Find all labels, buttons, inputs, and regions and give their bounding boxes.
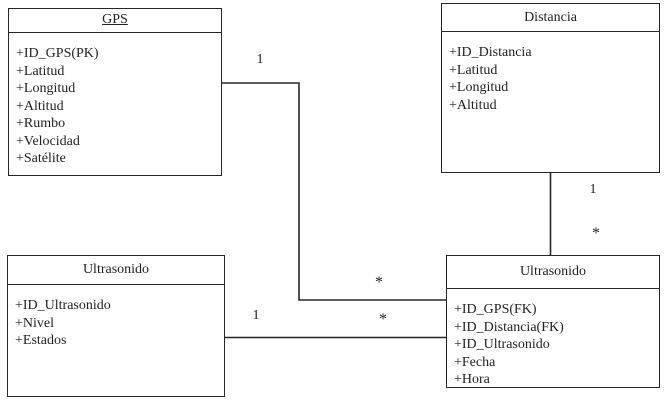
attribute: +Fecha xyxy=(454,354,496,370)
attribute: +Longitud xyxy=(449,80,509,95)
attribute: +Satélite xyxy=(16,151,66,166)
entity-ultrasonido-dimension-attributes: +ID_Ultrasonido +Nivel +Estados xyxy=(8,285,224,350)
multiplicity-label-ultrasonido-many: * xyxy=(379,311,387,328)
attribute: +ID_GPS(FK) xyxy=(454,302,537,317)
entity-distancia-title: Distancia xyxy=(442,4,659,32)
attribute: +Longitud xyxy=(16,81,76,96)
attribute: +Hora xyxy=(454,372,490,387)
attribute: +ID_Distancia xyxy=(449,45,532,60)
attribute: +ID_Distancia(FK) xyxy=(454,319,564,335)
attribute: +Latitud xyxy=(449,62,498,78)
attribute: +Estados xyxy=(15,333,67,348)
entity-ultrasonido-fact-title: Ultrasonido xyxy=(447,256,659,289)
entity-ultrasonido-dimension-title: Ultrasonido xyxy=(8,256,224,285)
attribute: +Velocidad xyxy=(16,133,80,149)
multiplicity-label-gps-one: 1 xyxy=(256,52,264,67)
attribute: +Altitud xyxy=(449,97,497,113)
multiplicity-label-distancia-many: * xyxy=(592,225,600,242)
attribute: +Rumbo xyxy=(16,116,66,131)
entity-ultrasonido-dimension: Ultrasonido +ID_Ultrasonido +Nivel +Esta… xyxy=(7,255,225,397)
connector-gps-to-ultrasonido xyxy=(222,82,446,301)
attribute: +ID_Ultrasonido xyxy=(15,298,111,313)
entity-distancia-attributes: +ID_Distancia +Latitud +Longitud +Altitu… xyxy=(442,32,659,114)
entity-ultrasonido-fact-attributes: +ID_GPS(FK) +ID_Distancia(FK) +ID_Ultras… xyxy=(447,289,659,389)
entity-gps-title: GPS xyxy=(9,9,221,33)
multiplicity-label-ultrasonido-one: 1 xyxy=(252,308,260,323)
attribute: +ID_GPS(PK) xyxy=(16,46,99,61)
attribute: +Latitud xyxy=(16,63,65,79)
attribute: +Altitud xyxy=(16,98,64,114)
entity-distancia: Distancia +ID_Distancia +Latitud +Longit… xyxy=(441,3,660,173)
entity-gps-attributes: +ID_GPS(PK) +Latitud +Longitud +Altitud … xyxy=(9,33,221,168)
multiplicity-label-distancia-one: 1 xyxy=(589,182,597,197)
multiplicity-label-gps-many: * xyxy=(375,274,383,291)
entity-ultrasonido-fact: Ultrasonido +ID_GPS(FK) +ID_Distancia(FK… xyxy=(446,255,660,388)
attribute: +ID_Ultrasonido xyxy=(454,337,550,352)
attribute: +Nivel xyxy=(15,315,54,331)
entity-gps: GPS +ID_GPS(PK) +Latitud +Longitud +Alti… xyxy=(8,8,222,176)
